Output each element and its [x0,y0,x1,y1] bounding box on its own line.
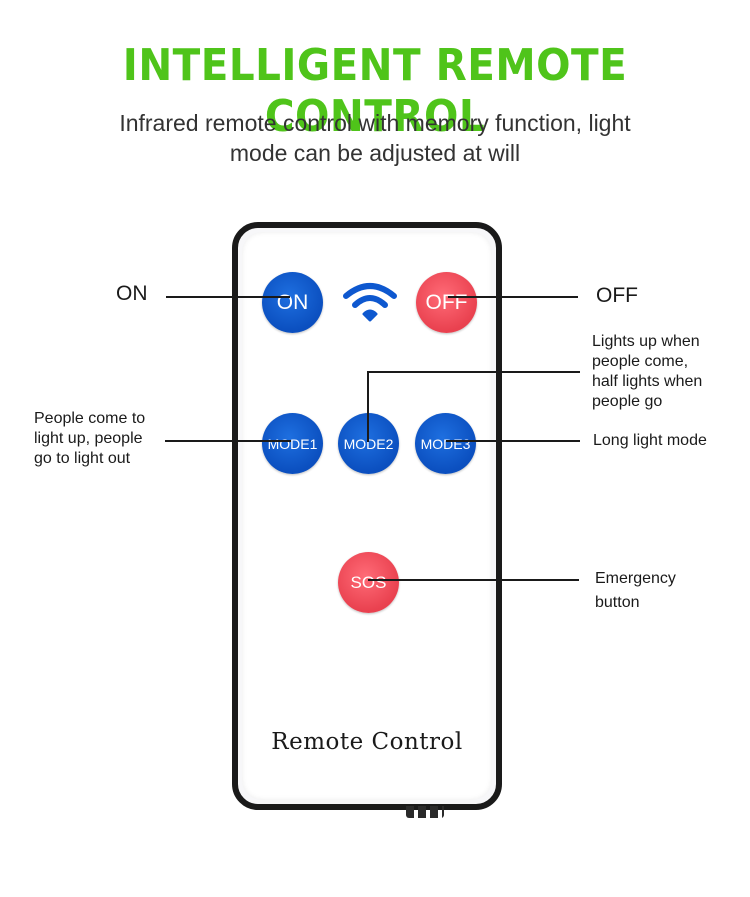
mode2-callout-line-2: people come, [592,353,689,370]
mode2-button[interactable]: MODE2 [338,413,399,474]
on-callout-line [166,296,290,298]
sos-callout: Emergency button [595,567,676,615]
mode1-callout-line-1: People come to [34,410,146,427]
sos-callout-line-1: Emergency [595,570,676,587]
off-button[interactable]: OFF [416,272,477,333]
subtitle-line-2: mode can be adjusted at will [229,140,521,166]
mode1-callout-line [165,440,291,442]
mode2-callout-vline [367,371,369,442]
mode2-callout-line-4: people go [592,393,663,410]
mode2-callout-line-3: half lights when [592,373,703,390]
sos-button[interactable]: SOS [338,552,399,613]
mode2-callout-line-1: Lights up when [592,333,700,350]
mode1-callout: People come to light up, people go to li… [34,409,145,469]
subtitle-line-1: Infrared remote control with memory func… [119,110,631,136]
off-callout-line [448,296,578,298]
page-title: INTELLIGENT REMOTE CONTROL [122,40,628,142]
mode1-callout-line-3: go to light out [34,450,131,467]
on-callout: ON [116,282,148,305]
mode3-button[interactable]: MODE3 [415,413,476,474]
mode2-callout: Lights up when people come, half lights … [592,332,702,412]
remote-notch [406,806,444,818]
sos-callout-line-2: button [595,594,640,611]
on-button[interactable]: ON [262,272,323,333]
mode3-callout-line [446,440,580,442]
wifi-signal-icon [343,283,397,322]
mode2-callout-line [367,371,580,373]
off-callout: OFF [596,284,638,307]
mode3-callout: Long light mode [593,432,707,449]
mode1-button[interactable]: MODE1 [262,413,323,474]
subtitle: Infrared remote control with memory func… [75,108,675,168]
mode1-callout-line-2: light up, people [34,430,143,447]
sos-callout-line [368,579,579,581]
remote-label: Remote Control [271,729,463,755]
